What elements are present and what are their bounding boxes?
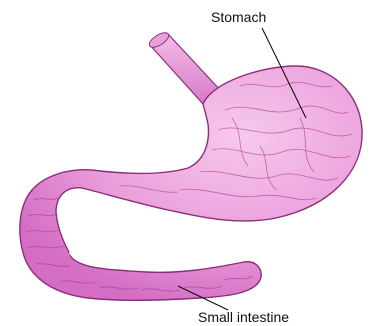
stomach-body [20,66,362,300]
stomach-label: Stomach [211,9,266,25]
small-intestine-label: Small intestine [198,309,289,325]
